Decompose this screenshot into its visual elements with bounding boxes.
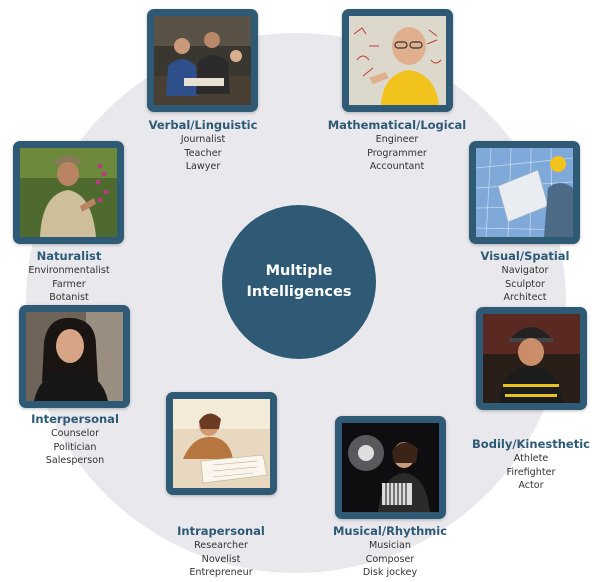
- intrapersonal-photo: [166, 392, 277, 495]
- job-item: Entrepreneur: [189, 567, 253, 578]
- job-item: Sculptor: [505, 278, 545, 290]
- visual-spatial-label: Visual/Spatial Navigator Sculptor Archit…: [450, 249, 592, 305]
- job-item: Disk jockey: [362, 567, 418, 578]
- naturalist-title: Naturalist: [36, 249, 102, 263]
- naturalist-photo: [13, 141, 124, 244]
- verbal-linguistic-photo: [147, 9, 258, 112]
- center-circle: Multiple Intelligences: [222, 205, 376, 359]
- job-item: Engineer: [375, 134, 419, 145]
- job-item: Environmentalist: [28, 265, 110, 276]
- mathematical-logical-label: Mathematical/Logical Engineer Programmer…: [322, 118, 472, 174]
- job-item: Actor: [518, 480, 544, 491]
- interpersonal-image: [26, 312, 123, 401]
- job-item: Firefighter: [506, 466, 556, 478]
- visual-spatial-image: [476, 148, 573, 237]
- job-item: Botanist: [49, 292, 89, 303]
- visual-spatial-title: Visual/Spatial: [480, 249, 570, 263]
- interpersonal-label: Interpersonal Counselor Politician Sales…: [0, 412, 150, 468]
- mathematical-logical-photo: [342, 9, 453, 112]
- musical-rhythmic-image: [342, 423, 439, 512]
- musical-rhythmic-label: Musical/Rhythmic Musician Composer Disk …: [315, 524, 465, 580]
- bodily-kinesthetic-photo: [476, 307, 587, 410]
- mathematical-logical-title: Mathematical/Logical: [327, 118, 467, 132]
- job-item: Lawyer: [185, 161, 221, 172]
- center-title-line2: Intelligences: [246, 284, 352, 300]
- job-item: Architect: [503, 292, 547, 303]
- intrapersonal-image: [173, 399, 270, 488]
- job-item: Farmer: [52, 278, 86, 290]
- job-item: Accountant: [369, 161, 425, 172]
- job-item: Novelist: [201, 553, 241, 565]
- naturalist-label: Naturalist Environmentalist Farmer Botan…: [0, 249, 144, 305]
- verbal-linguistic-image: [154, 16, 251, 105]
- bodily-kinesthetic-label: Bodily/Kinesthetic Athlete Firefighter A…: [456, 437, 592, 493]
- job-item: Navigator: [501, 265, 549, 276]
- visual-spatial-photo: [469, 141, 580, 244]
- bodily-kinesthetic-title: Bodily/Kinesthetic: [472, 437, 590, 451]
- job-item: Teacher: [184, 147, 222, 159]
- intrapersonal-label: Intrapersonal Researcher Novelist Entrep…: [146, 524, 296, 580]
- musical-rhythmic-title: Musical/Rhythmic: [332, 524, 448, 538]
- bodily-kinesthetic-image: [483, 314, 580, 403]
- mathematical-logical-image: [349, 16, 446, 105]
- interpersonal-title: Interpersonal: [31, 412, 119, 426]
- job-item: Musician: [369, 540, 411, 551]
- job-item: Salesperson: [45, 455, 105, 466]
- verbal-linguistic-title: Verbal/Linguistic: [148, 118, 258, 132]
- interpersonal-photo: [19, 305, 130, 408]
- job-item: Programmer: [367, 147, 427, 159]
- job-item: Journalist: [180, 134, 226, 145]
- job-item: Politician: [53, 441, 97, 453]
- job-item: Researcher: [194, 540, 248, 551]
- job-item: Athlete: [513, 453, 549, 464]
- job-item: Composer: [365, 553, 415, 565]
- musical-rhythmic-photo: [335, 416, 446, 519]
- center-title-line1: Multiple: [265, 262, 333, 279]
- intrapersonal-title: Intrapersonal: [177, 524, 265, 538]
- naturalist-image: [20, 148, 117, 237]
- verbal-linguistic-label: Verbal/Linguistic Journalist Teacher Law…: [128, 118, 278, 174]
- job-item: Counselor: [50, 428, 100, 439]
